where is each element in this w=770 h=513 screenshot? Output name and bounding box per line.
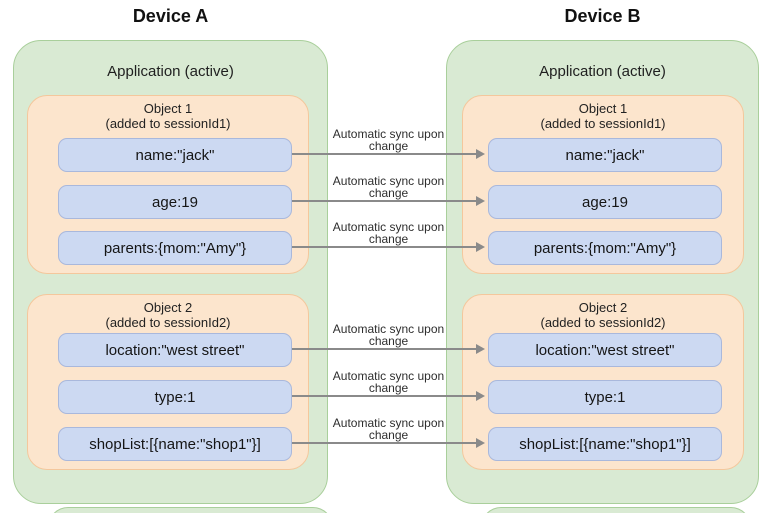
sync-arrow-age: Automatic sync upon change: [292, 175, 485, 211]
device-a-title: Device A: [132, 6, 209, 26]
device-a-next-row-peek: [48, 507, 333, 513]
object-title: Object 1: [578, 101, 628, 116]
field-parents: parents:{mom:"Amy"}: [58, 231, 292, 265]
arrow-right-icon: [476, 242, 485, 252]
arrow-line: [292, 348, 478, 350]
field-location: location:"west street": [58, 333, 292, 367]
device-b-object-2-card: Object 2 (added to sessionId2) location:…: [462, 294, 744, 470]
field-age: age:19: [58, 185, 292, 219]
arrow-line: [292, 200, 478, 202]
arrow-right-icon: [476, 438, 485, 448]
device-a-application-label: Application (active): [107, 63, 234, 80]
field-name: name:"jack": [488, 138, 722, 172]
arrow-line: [292, 395, 478, 397]
sync-arrow-name: Automatic sync upon change: [292, 128, 485, 164]
device-b-next-row-peek: [481, 507, 751, 513]
sync-label: Automatic sync upon change: [332, 322, 445, 348]
sync-arrow-location: Automatic sync upon change: [292, 323, 485, 359]
field-type: type:1: [58, 380, 292, 414]
sync-label: Automatic sync upon change: [332, 369, 445, 395]
field-parents: parents:{mom:"Amy"}: [488, 231, 722, 265]
field-name: name:"jack": [58, 138, 292, 172]
arrow-line: [292, 442, 478, 444]
field-type: type:1: [488, 380, 722, 414]
arrow-right-icon: [476, 196, 485, 206]
object-subtitle: (added to sessionId1): [540, 116, 666, 131]
device-a-object-2-card: Object 2 (added to sessionId2) location:…: [27, 294, 309, 470]
arrow-right-icon: [476, 391, 485, 401]
object-subtitle: (added to sessionId1): [105, 116, 231, 131]
device-b-application-label: Application (active): [539, 63, 666, 80]
field-age: age:19: [488, 185, 722, 219]
sync-arrow-type: Automatic sync upon change: [292, 370, 485, 406]
sync-label: Automatic sync upon change: [332, 416, 445, 442]
field-shoplist: shopList:[{name:"shop1"}]: [58, 427, 292, 461]
arrow-line: [292, 246, 478, 248]
arrow-line: [292, 153, 478, 155]
arrow-right-icon: [476, 149, 485, 159]
device-b-object-1-card: Object 1 (added to sessionId1) name:"jac…: [462, 95, 744, 274]
sync-arrow-parents: Automatic sync upon change: [292, 221, 485, 257]
sync-arrow-shoplist: Automatic sync upon change: [292, 417, 485, 453]
object-title: Object 2: [143, 300, 193, 315]
field-shoplist: shopList:[{name:"shop1"}]: [488, 427, 722, 461]
sync-label: Automatic sync upon change: [332, 220, 445, 246]
sync-label: Automatic sync upon change: [332, 174, 445, 200]
arrow-right-icon: [476, 344, 485, 354]
object-title: Object 1: [143, 101, 193, 116]
object-subtitle: (added to sessionId2): [540, 315, 666, 330]
field-location: location:"west street": [488, 333, 722, 367]
object-subtitle: (added to sessionId2): [105, 315, 231, 330]
sync-label: Automatic sync upon change: [332, 127, 445, 153]
object-title: Object 2: [578, 300, 628, 315]
device-b-title: Device B: [564, 6, 641, 26]
device-a-object-1-card: Object 1 (added to sessionId1) name:"jac…: [27, 95, 309, 274]
